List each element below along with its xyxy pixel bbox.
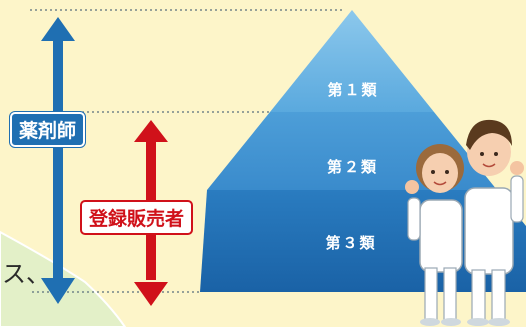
tier-2-label: 第２類 bbox=[326, 158, 378, 176]
pyramid-tier-1 bbox=[270, 10, 434, 112]
pharmacist-badge: 薬剤師 bbox=[10, 112, 86, 147]
registered-seller-badge: 登録販売者 bbox=[80, 200, 194, 235]
male-staff-illustration bbox=[464, 119, 524, 326]
female-staff-illustration bbox=[405, 144, 464, 326]
pharmacist-range-arrow bbox=[41, 17, 75, 304]
tier-3-label: 第３類 bbox=[325, 234, 377, 252]
side-text-fragment: ス、 bbox=[2, 260, 50, 288]
tier-1-label: 第１類 bbox=[327, 81, 379, 99]
